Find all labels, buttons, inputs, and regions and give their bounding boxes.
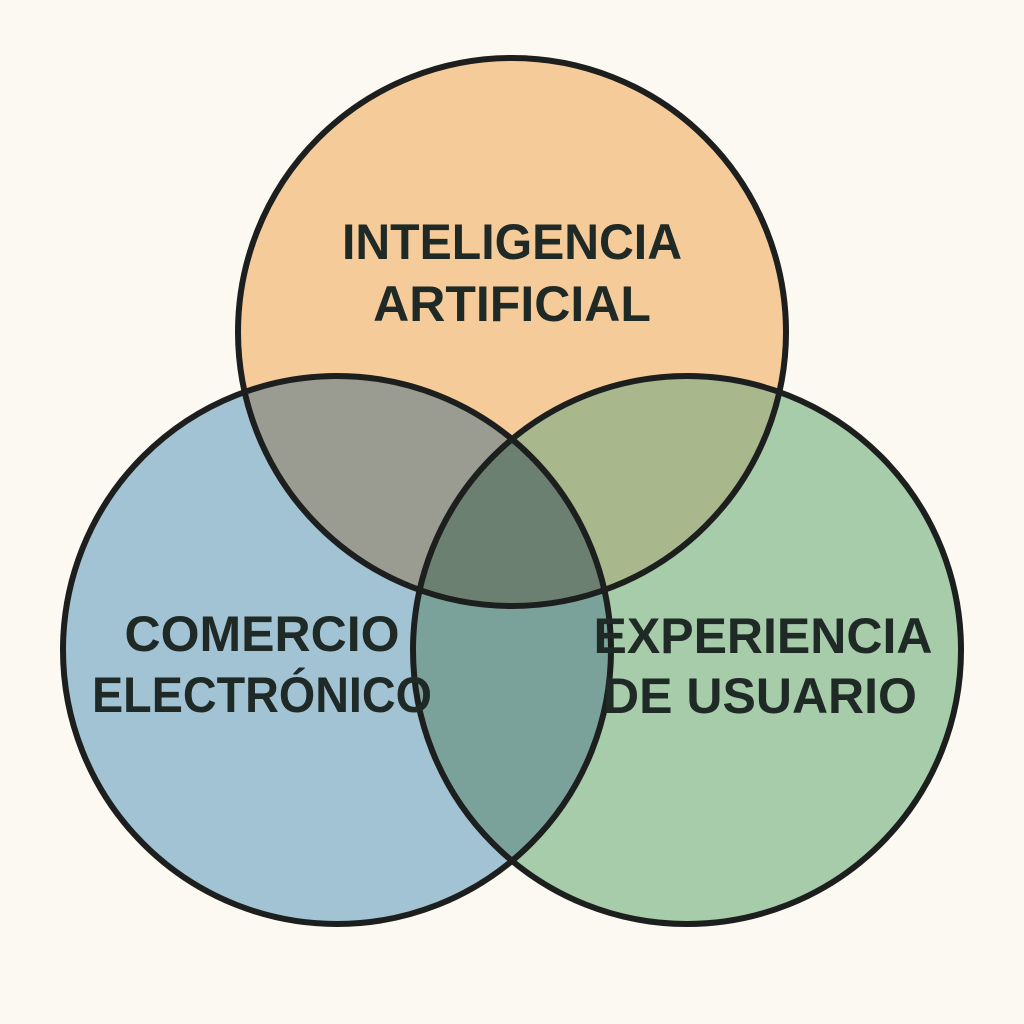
label-ux-line-2: DE USUARIO [603,668,917,724]
label-ai-line-2: ARTIFICIAL [373,276,651,332]
label-ecommerce-line-1: COMERCIO [125,606,400,662]
intersection-all [413,376,611,606]
set-outline-ai [235,55,789,609]
label-ux-line-1: EXPERIENCIA [594,608,933,664]
set-outline-ux [410,373,964,927]
label-ecommerce-line-2: ELECTRÓNICO [92,667,432,723]
set-outline-ecommerce [60,373,614,927]
label-ai-line-1: INTELIGENCIA [342,214,682,270]
